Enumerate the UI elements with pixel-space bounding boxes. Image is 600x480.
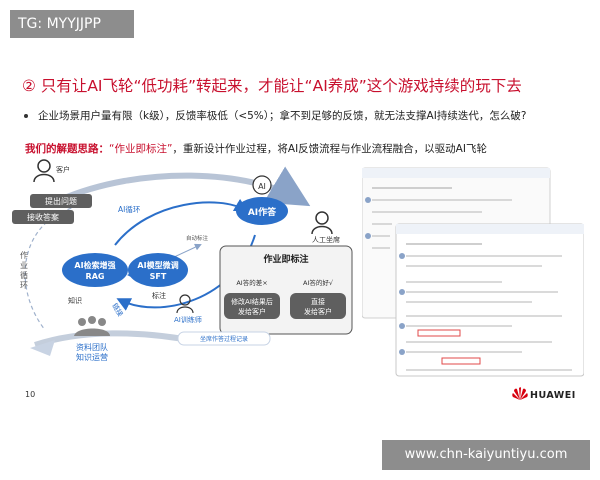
chat-window-front	[395, 223, 584, 377]
ai-icon-label: AI	[258, 182, 266, 191]
trainer-avatar-icon	[179, 294, 191, 306]
team-avatar-icon-2	[88, 316, 96, 324]
lower-flow-arc	[34, 330, 201, 348]
ask-box	[30, 194, 92, 208]
sft-small-arrow	[171, 243, 202, 259]
auto-annotate-label: 自动标注	[186, 234, 209, 242]
watermark-tag-top: TG: MYYJJPP	[10, 10, 134, 38]
work-loop-label-3: 循	[20, 270, 28, 280]
agent-avatar-icon	[315, 211, 329, 225]
record-chip	[177, 331, 271, 346]
good-answer-label: AI答的好√	[303, 278, 334, 287]
bad-answer-label: AI答的差×	[236, 278, 267, 287]
solution-highlight: “作业即标注”	[109, 143, 173, 155]
customer-label: 客户	[56, 165, 70, 174]
sft-label-1: AI模型微调	[137, 260, 178, 270]
ai-work-node	[236, 197, 288, 225]
team-body-icon	[74, 328, 110, 336]
rag-node	[62, 253, 128, 287]
outer-flow-arc	[58, 166, 311, 207]
bullet-text: 企业场景用户量有限（k级），反馈率极低（<5%）；拿不到足够的反馈，就无法支撑A…	[38, 110, 527, 122]
brand-name: HUAWEI	[530, 390, 576, 401]
solution-prefix: 我们的解题思路：	[25, 143, 109, 155]
ask-box-label: 提出问题	[45, 196, 77, 206]
bullet-point: 企业场景用户量有限（k级），反馈率极低（<5%）；拿不到足够的反馈，就无法支撑A…	[24, 108, 526, 123]
record-chip-label: 坐席作答过程记录	[200, 335, 248, 343]
rag-label-2: RAG	[86, 272, 105, 281]
team-label-2: 知识运营	[76, 352, 108, 362]
ai-icon	[252, 175, 272, 195]
bad-action-label-2: 发给客户	[238, 307, 266, 316]
sft-node	[128, 253, 188, 287]
panel-title: 作业即标注	[263, 253, 308, 265]
knowledge-label: 知识	[68, 296, 82, 305]
agent-body-icon	[311, 225, 333, 235]
solution-line: 我们的解题思路：“作业即标注”，重新设计作业过程，将AI反馈流程与作业流程融合，…	[25, 141, 487, 156]
rag-label-1: AI检索增强	[74, 260, 115, 270]
slide-title: ② 只有让AI飞轮“低功耗”转起来，才能让“AI养成”这个游戏持续的玩下去	[22, 77, 522, 95]
chat-screenshot	[362, 167, 584, 377]
trainer-body-icon	[176, 306, 194, 314]
work-loop-label-4: 环	[20, 281, 28, 290]
good-action-box	[290, 293, 346, 319]
highlight-marker	[417, 329, 461, 337]
huawei-logo-icon	[512, 387, 528, 400]
chat-window-back-header	[362, 168, 550, 178]
trainer-label: AI训练师	[174, 315, 202, 324]
highlight-marker-2	[441, 357, 481, 365]
team-avatar-icon-3	[98, 318, 106, 326]
flywheel-diagram: 客户 提出问题 接收答案 作 业 循 环 AI循环 AI AI作答 人工坐席 A…	[12, 159, 353, 362]
work-loop-label-2: 业	[20, 260, 28, 270]
left-chevron-icon	[30, 340, 55, 356]
watermark-tag-bottom: www.chn-kaiyuntiyu.com	[382, 440, 590, 470]
team-avatar-icon-1	[78, 318, 86, 326]
ai-loop-arc	[114, 198, 249, 246]
solution-text: ，重新设计作业过程，将AI反馈流程与作业流程融合，以驱动AI飞轮	[172, 143, 487, 155]
link-label: 链接	[110, 302, 125, 319]
annotate-label: 标注	[152, 291, 166, 300]
agent-label: 人工坐席	[312, 235, 340, 244]
good-action-label-1: 直接	[311, 297, 325, 306]
chat-window-front-header	[396, 224, 584, 234]
bad-action-label-1: 修改AI结果后	[231, 297, 273, 306]
page-number: 10	[25, 390, 36, 399]
receive-box-label: 接收答案	[27, 212, 59, 222]
customer-body-icon	[33, 173, 55, 183]
good-action-label-2: 发给客户	[304, 307, 332, 316]
work-loop-label-1: 作	[20, 250, 28, 260]
team-label-1: 资料团队	[76, 342, 108, 352]
bad-action-box	[224, 293, 280, 319]
customer-avatar-icon	[37, 159, 51, 173]
ai-loop-label: AI循环	[118, 204, 141, 214]
bullet-dot-icon	[24, 114, 28, 118]
receive-box	[12, 210, 74, 224]
sft-label-2: SFT	[150, 272, 167, 281]
ai-work-label: AI作答	[248, 206, 277, 218]
